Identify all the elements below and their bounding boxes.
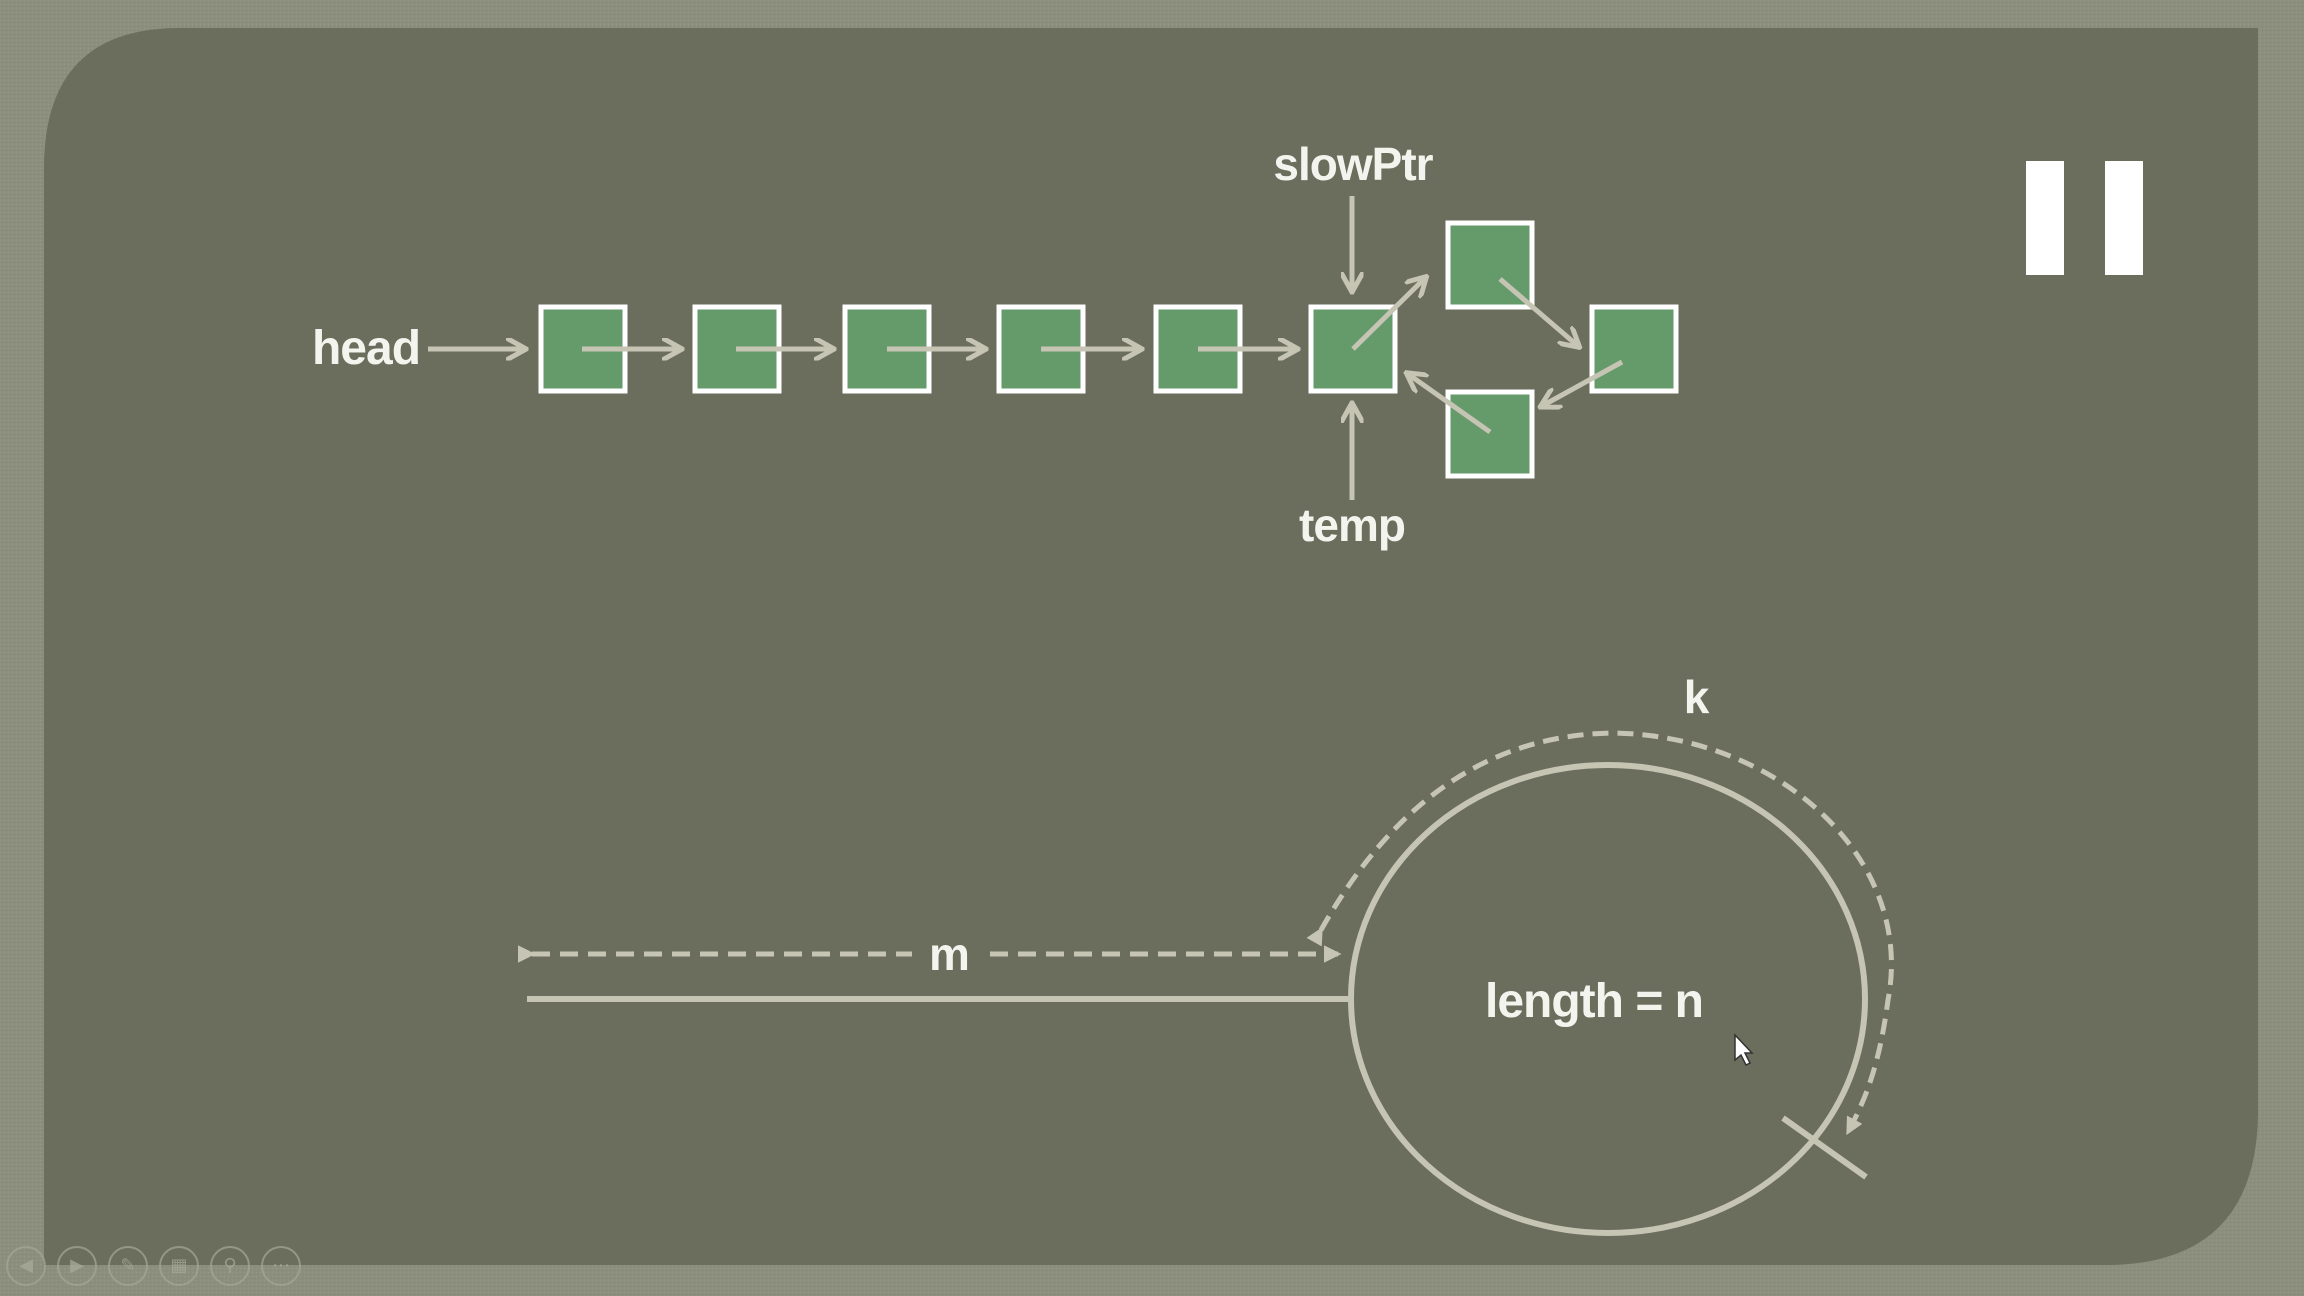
slideshow-toolbar: ◀ ▶ ✎ ▦ ⚲ ⋯ bbox=[6, 1246, 301, 1286]
previous-slide-button[interactable]: ◀ bbox=[6, 1246, 46, 1286]
cycle-node-bottom bbox=[1445, 389, 1535, 479]
pen-tool-button[interactable]: ✎ bbox=[108, 1246, 148, 1286]
cycle-arrow-to-right bbox=[1498, 277, 1578, 346]
meeting-point-tick bbox=[1781, 1115, 1868, 1180]
cycle-arrow-back-to-entry bbox=[1408, 374, 1492, 435]
m-label: m bbox=[929, 928, 969, 980]
cycle-node-right bbox=[1589, 304, 1679, 394]
slowptr-label: slowPtr bbox=[1273, 138, 1433, 190]
cycle-arrow-to-top bbox=[1351, 278, 1425, 351]
length-label: length = n bbox=[1485, 975, 1703, 1028]
next-slide-button[interactable]: ▶ bbox=[57, 1246, 97, 1286]
k-label: k bbox=[1684, 671, 1710, 723]
head-label: head bbox=[312, 322, 420, 375]
mouse-cursor-icon bbox=[1734, 1033, 1754, 1067]
linked-list-diagram: head slowPtr temp bbox=[312, 138, 1679, 551]
zoom-button[interactable]: ⚲ bbox=[210, 1246, 250, 1286]
pause-icon[interactable] bbox=[2026, 161, 2143, 275]
more-options-button[interactable]: ⋯ bbox=[261, 1246, 301, 1286]
slide-background bbox=[44, 28, 2258, 1265]
cycle-arrow-to-bottom bbox=[1542, 359, 1624, 406]
k-arc bbox=[1306, 730, 1894, 1136]
temp-label: temp bbox=[1299, 499, 1405, 551]
slide-sorter-button[interactable]: ▦ bbox=[159, 1246, 199, 1286]
cycle-length-diagram: m k length = n bbox=[518, 671, 1894, 1236]
